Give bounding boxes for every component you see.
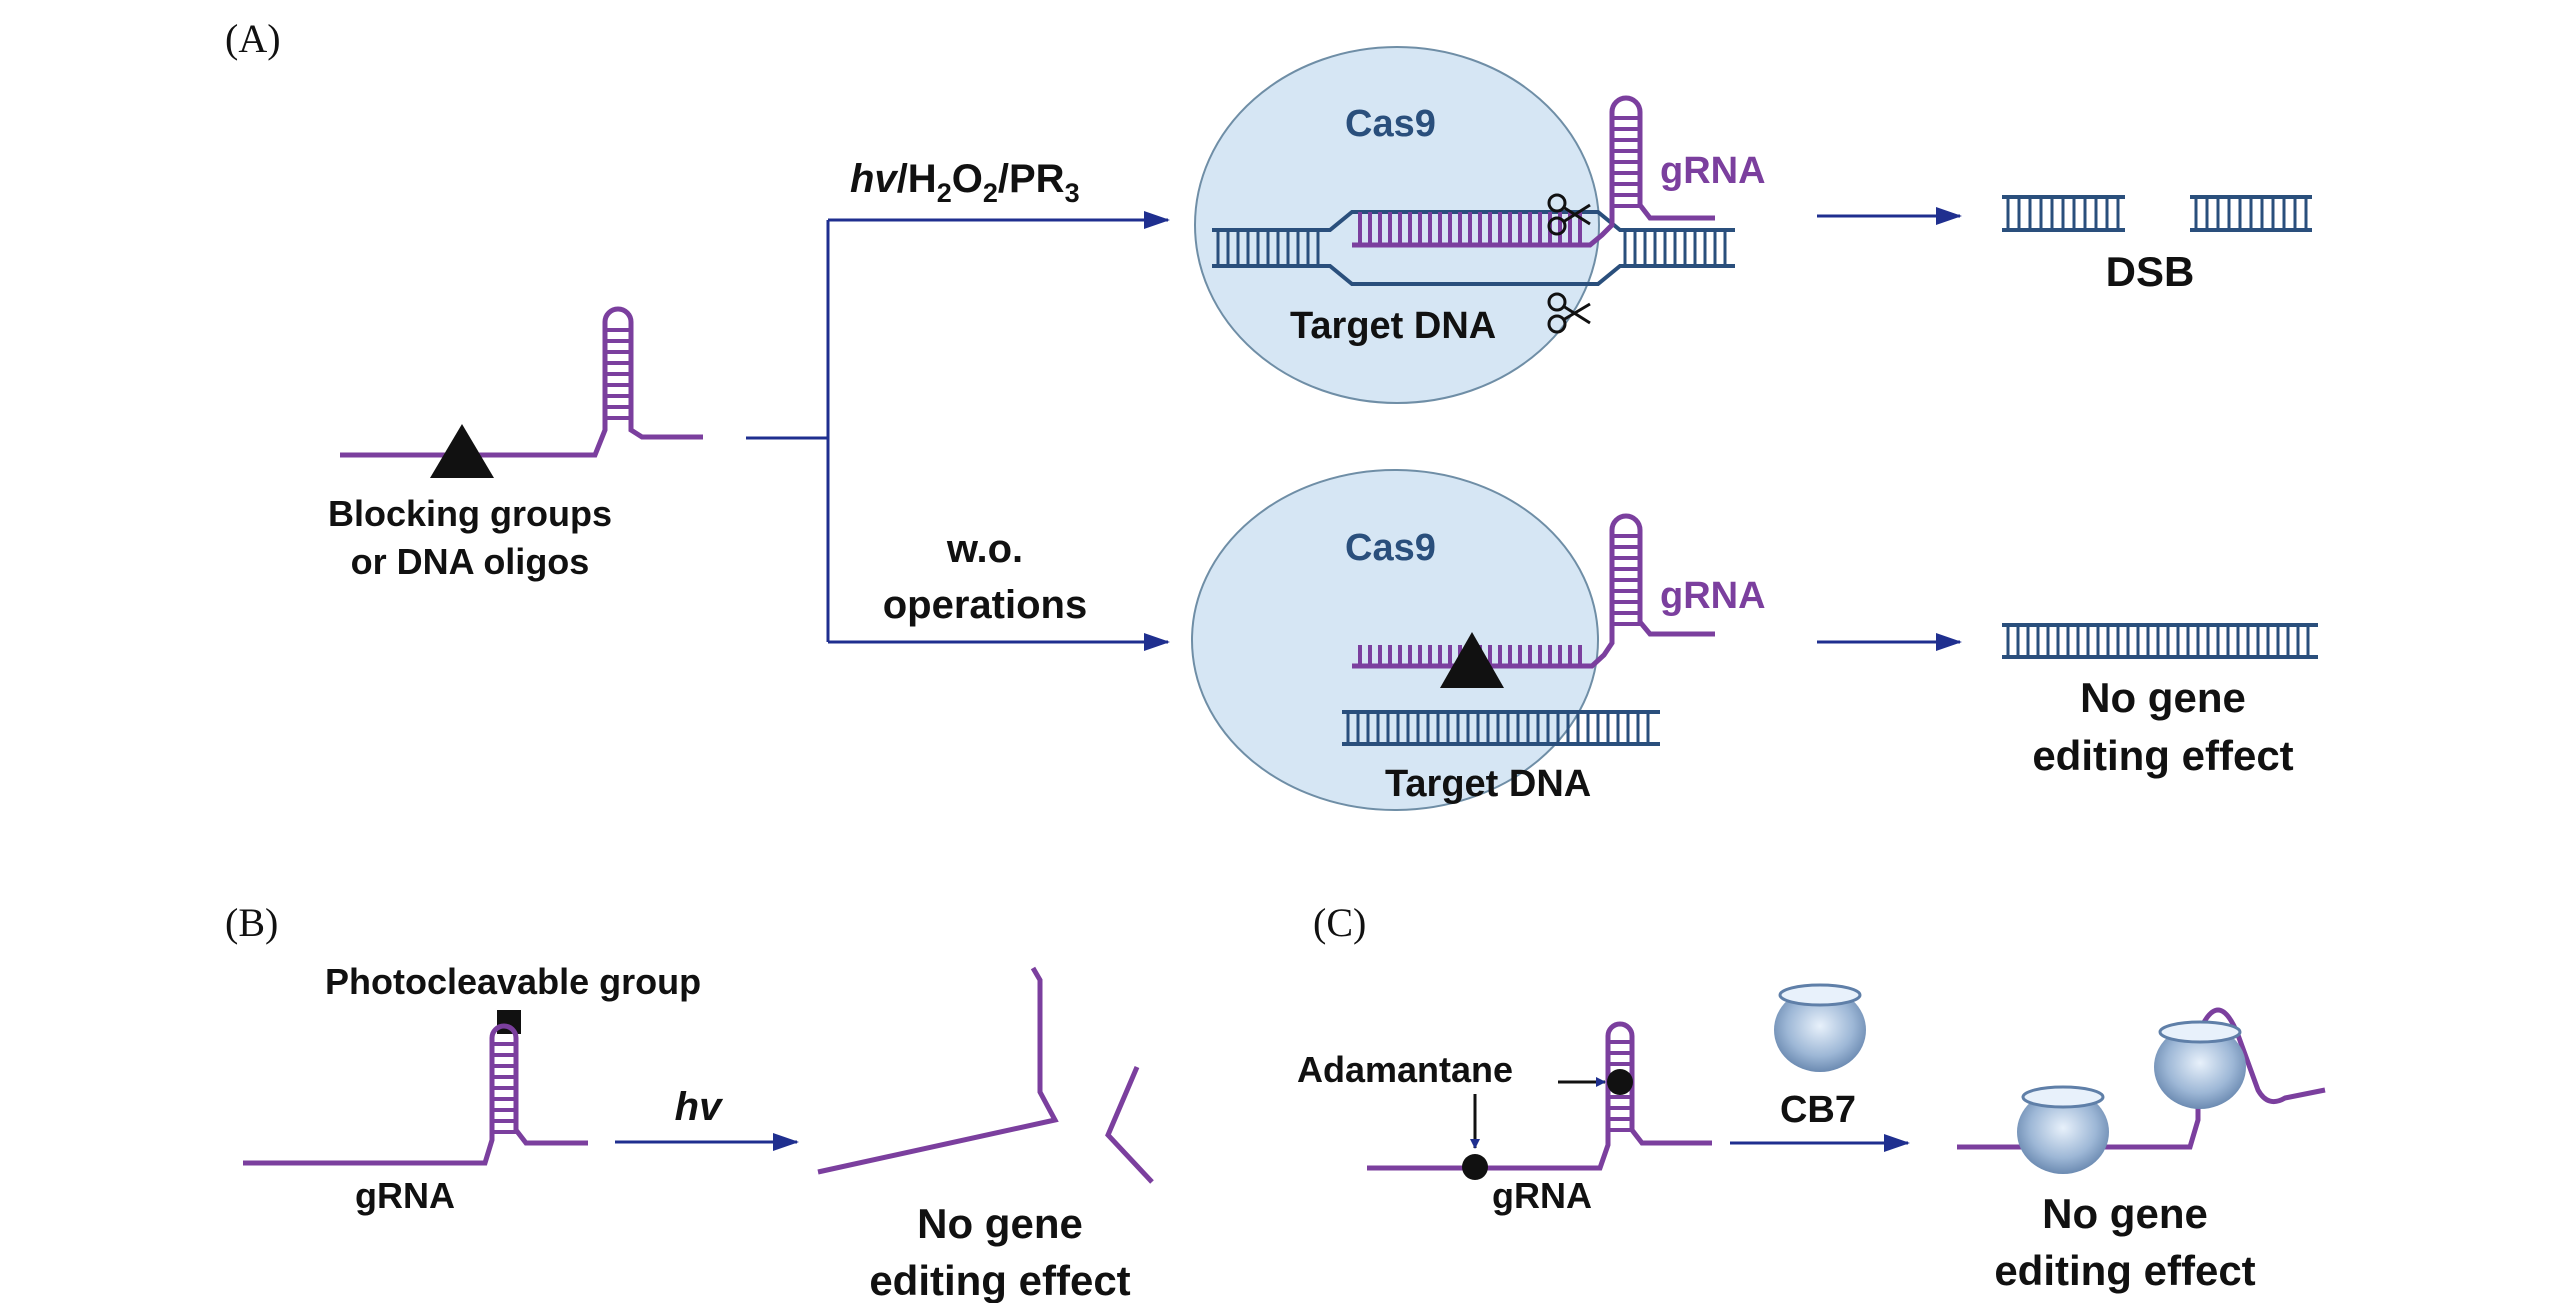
dsb-fragments	[2002, 195, 2312, 232]
target-dna-bottom	[1342, 710, 1660, 746]
hv-label-b: hv	[675, 1085, 724, 1129]
panel-b-label: (B)	[225, 900, 278, 945]
grna-bottom	[1352, 513, 1715, 669]
cb7-host-icon	[2154, 1020, 2246, 1109]
grna-complexed	[1957, 1007, 2326, 1150]
adamantane-label: Adamantane	[1297, 1049, 1513, 1090]
blocking-group-triangle	[430, 424, 494, 478]
bottom-condition-label-line1: w.o.	[946, 527, 1023, 571]
target-dna-top	[1212, 210, 1735, 286]
no-gene-editing-c-line2: editing effect	[1994, 1247, 2255, 1294]
cb7-label: CB7	[1780, 1089, 1856, 1131]
intact-dna	[2002, 623, 2318, 659]
adamantane-dot	[1607, 1069, 1633, 1095]
top-condition-label: hv/H2O2/PR3	[850, 157, 1080, 208]
no-gene-editing-a-line1: No gene	[2080, 674, 2246, 721]
cas9-label-bottom: Cas9	[1345, 527, 1436, 569]
scissors-icon	[1547, 292, 1591, 334]
adamantane-dot	[1462, 1154, 1488, 1180]
cb7-host-icon	[1774, 983, 1866, 1072]
no-gene-editing-b-line2: editing effect	[869, 1257, 1130, 1303]
grna-b	[243, 1023, 588, 1166]
target-dna-label-bottom: Target DNA	[1385, 763, 1591, 805]
input-grna-blocked	[340, 306, 703, 478]
cas9-cell-bottom	[1191, 469, 1599, 811]
no-gene-editing-c-line1: No gene	[2042, 1190, 2208, 1237]
grna-label-bottom: gRNA	[1660, 575, 1766, 617]
adamantane-pointers	[1470, 1077, 1606, 1149]
cas9-label-top: Cas9	[1345, 103, 1436, 145]
grna-label-b: gRNA	[355, 1175, 455, 1216]
input-label-line1: Blocking groups	[328, 493, 612, 534]
branch-connector	[746, 211, 1170, 651]
cb7-host-icon	[2017, 1085, 2109, 1174]
scissors-icon	[1547, 193, 1591, 236]
cas9-cell-top	[1194, 46, 1600, 404]
bottom-condition-label-line2: operations	[883, 583, 1087, 627]
grna-top	[1352, 95, 1715, 248]
cleaved-grna-fragments	[817, 966, 1154, 1184]
no-gene-editing-b-line1: No gene	[917, 1200, 1083, 1247]
grna-label-top: gRNA	[1660, 150, 1766, 192]
input-label-line2: or DNA oligos	[351, 541, 590, 582]
photocleavable-group-label: Photocleavable group	[325, 961, 701, 1002]
panel-c-label: (C)	[1313, 900, 1366, 945]
target-dna-label-top: Target DNA	[1290, 305, 1496, 347]
grna-label-c: gRNA	[1492, 1175, 1592, 1216]
grna-c	[1367, 1021, 1712, 1171]
dsb-label: DSB	[2106, 248, 2195, 295]
photocleavable-group-square	[497, 1010, 521, 1034]
panel-a-label: (A)	[225, 16, 281, 61]
no-gene-editing-a-line2: editing effect	[2032, 732, 2293, 779]
blocking-group-triangle-bottom	[1440, 632, 1504, 688]
